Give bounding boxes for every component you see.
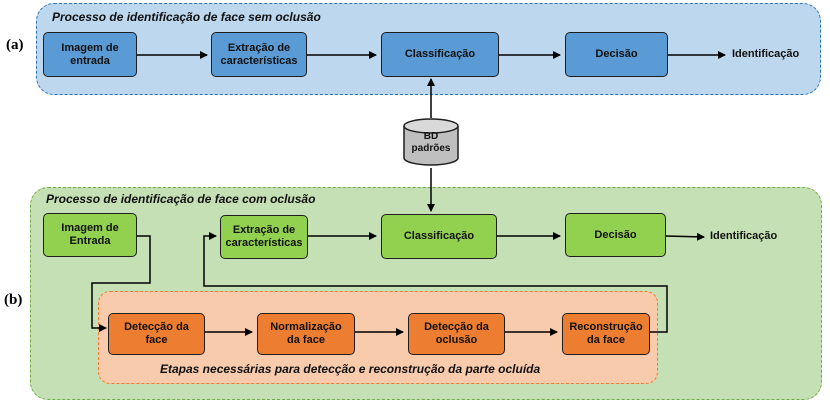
arrow-c-reconstruction-to-extraction: [203, 232, 668, 333]
box-c-face-normalization: Normalização da face: [257, 313, 355, 355]
box-a-classification: Classificação: [381, 32, 499, 77]
box-b-input-image: Imagem de Entrada: [43, 213, 137, 257]
box-b-classification: Classificação: [381, 214, 497, 259]
region-title-without-occlusion: Processo de identificação de face sem oc…: [52, 10, 321, 24]
label-a-identification: Identificação: [732, 48, 800, 60]
box-b-feature-extraction: Extração de características: [220, 215, 308, 259]
label-b-identification: Identificação: [710, 230, 778, 242]
database-label: BD padrões: [411, 131, 451, 154]
box-c-face-detection: Detecção da face: [108, 313, 205, 355]
box-c-face-reconstruction: Reconstrução da face: [562, 313, 650, 355]
box-b-decision: Decisão: [565, 213, 666, 257]
region-title-with-occlusion: Processo de identificação de face com oc…: [46, 192, 316, 206]
box-c-occlusion-detection: Detecção da oclusão: [408, 313, 505, 355]
arrow-b-decision-to-output: [665, 232, 705, 241]
region-title-occlusion-steps: Etapas necessárias para detecção e recon…: [160, 362, 541, 376]
row-label-b: (b): [4, 292, 23, 308]
arrow-b-input-to-face-detection: [91, 235, 151, 332]
box-a-feature-extraction: Extração de características: [211, 32, 307, 77]
row-label-a: (a): [6, 37, 24, 53]
database-icon: [403, 118, 459, 166]
box-a-decision: Decisão: [565, 32, 668, 77]
box-a-input-image: Imagem de entrada: [43, 32, 137, 77]
